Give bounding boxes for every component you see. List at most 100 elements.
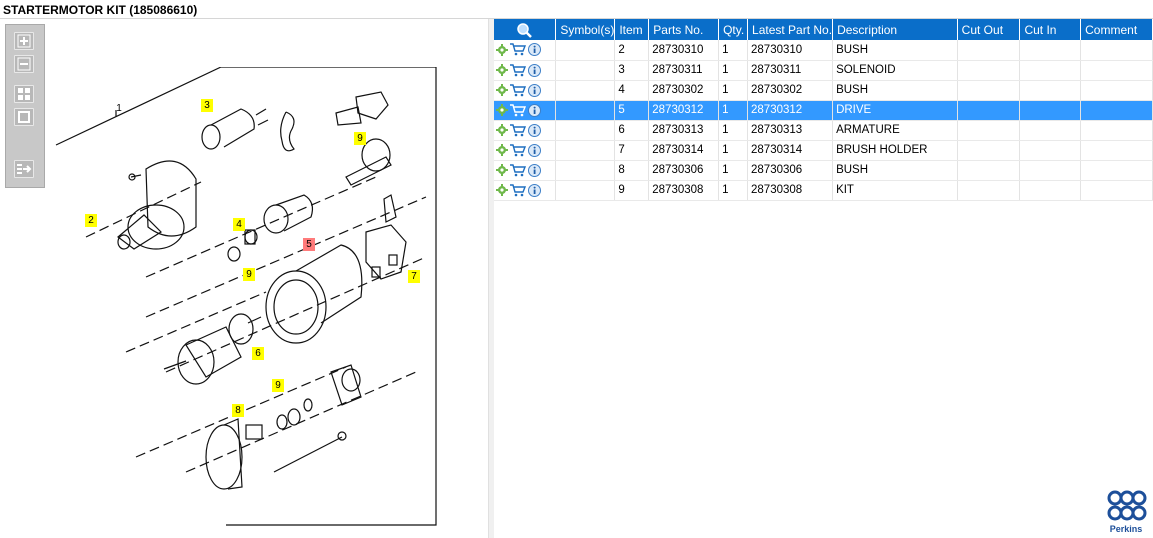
parts-no-cell: 28730314 xyxy=(648,140,720,161)
gear-icon[interactable] xyxy=(496,64,508,76)
actual-size-button[interactable] xyxy=(14,108,34,126)
callout-8[interactable]: 8 xyxy=(232,404,244,417)
parts-no-cell: 28730308 xyxy=(648,180,720,201)
table-header-row: Symbol(s) Item Parts No. Qty. Latest Par… xyxy=(494,19,1153,40)
info-icon[interactable] xyxy=(528,83,541,97)
export-button[interactable] xyxy=(14,160,34,178)
callout-6[interactable]: 6 xyxy=(252,347,264,360)
info-icon[interactable] xyxy=(528,163,541,177)
column-header-tools[interactable] xyxy=(494,19,557,40)
symbols-cell xyxy=(555,120,616,141)
zoom-out-button[interactable] xyxy=(14,55,34,73)
info-icon[interactable] xyxy=(528,183,541,197)
callout-9-middle[interactable]: 9 xyxy=(243,268,255,281)
gear-icon[interactable] xyxy=(496,164,508,176)
comment-cell xyxy=(1080,60,1153,81)
cart-icon[interactable] xyxy=(510,43,526,56)
cart-icon[interactable] xyxy=(510,123,526,137)
callout-9-top[interactable]: 9 xyxy=(354,132,366,145)
cart-icon[interactable] xyxy=(510,183,526,197)
cut-out-cell xyxy=(957,160,1021,181)
latest-part-no-cell: 28730306 xyxy=(747,160,834,181)
column-header-parts-no[interactable]: Parts No. xyxy=(648,19,720,40)
parts-no-cell: 28730313 xyxy=(648,120,720,141)
callout-7[interactable]: 7 xyxy=(408,270,420,283)
grid-icon xyxy=(18,88,30,100)
cut-in-cell xyxy=(1019,180,1082,201)
title-bar: STARTERMOTOR KIT (185086610) xyxy=(0,0,1153,19)
perkins-logo: Perkins xyxy=(1105,490,1147,534)
callout-2[interactable]: 2 xyxy=(85,214,97,227)
parts-no-cell: 28730311 xyxy=(648,60,720,81)
diagram-pane[interactable]: 1 3 9 2 4 5 9 7 6 9 8 xyxy=(0,19,488,538)
fit-page-button[interactable] xyxy=(14,85,34,103)
column-header-latest-part-no[interactable]: Latest Part No. xyxy=(747,19,834,40)
zoom-in-button[interactable] xyxy=(14,32,34,50)
pane-splitter[interactable] xyxy=(488,19,494,538)
callout-5-selected[interactable]: 5 xyxy=(303,238,315,251)
window-title: STARTERMOTOR KIT (185086610) xyxy=(3,3,198,17)
export-icon xyxy=(17,164,32,174)
cart-icon[interactable] xyxy=(510,103,526,117)
info-icon[interactable] xyxy=(528,123,541,137)
plus-icon xyxy=(17,34,31,48)
callout-9-bottom[interactable]: 9 xyxy=(272,379,284,392)
info-icon[interactable] xyxy=(528,63,541,77)
info-icon[interactable] xyxy=(528,143,541,157)
description-cell: SOLENOID xyxy=(832,60,958,81)
gear-icon[interactable] xyxy=(496,104,508,116)
latest-part-no-cell: 28730312 xyxy=(747,100,834,121)
item-cell: 5 xyxy=(614,100,650,121)
callout-4[interactable]: 4 xyxy=(233,218,245,231)
gear-icon[interactable] xyxy=(496,124,508,136)
cart-icon[interactable] xyxy=(510,83,526,97)
cut-out-cell xyxy=(957,120,1021,141)
description-cell: KIT xyxy=(832,180,958,201)
item-cell: 4 xyxy=(614,80,650,101)
assembly-frame xyxy=(55,67,437,526)
perkins-logo-mark xyxy=(1107,490,1147,521)
gear-icon[interactable] xyxy=(496,144,508,156)
info-icon[interactable] xyxy=(528,103,541,117)
diagram-toolbar xyxy=(5,24,45,188)
callout-3[interactable]: 3 xyxy=(201,99,213,112)
cart-icon[interactable] xyxy=(510,63,526,77)
symbols-cell xyxy=(555,100,616,121)
column-header-item[interactable]: Item xyxy=(614,19,650,40)
cut-in-cell xyxy=(1019,40,1082,61)
info-icon[interactable] xyxy=(528,43,541,57)
brand-name: Perkins xyxy=(1109,524,1143,534)
symbols-cell xyxy=(555,180,616,201)
cart-icon[interactable] xyxy=(510,143,526,157)
description-cell: BUSH xyxy=(832,160,958,181)
column-header-description[interactable]: Description xyxy=(832,19,958,40)
column-header-cut-out[interactable]: Cut Out xyxy=(957,19,1021,40)
gear-icon[interactable] xyxy=(496,184,508,196)
item-cell: 2 xyxy=(614,40,650,61)
qty-cell: 1 xyxy=(718,120,749,141)
gear-icon[interactable] xyxy=(496,84,508,96)
magnifier-icon[interactable] xyxy=(516,22,532,38)
row-actions xyxy=(494,40,557,61)
cart-icon[interactable] xyxy=(510,163,526,177)
column-header-comment[interactable]: Comment xyxy=(1080,19,1153,40)
gear-icon[interactable] xyxy=(496,43,508,56)
column-header-symbols[interactable]: Symbol(s) xyxy=(555,19,616,40)
parts-no-cell: 28730306 xyxy=(648,160,720,181)
comment-cell xyxy=(1080,160,1153,181)
description-cell: ARMATURE xyxy=(832,120,958,141)
symbols-cell xyxy=(555,160,616,181)
comment-cell xyxy=(1080,180,1153,201)
symbols-cell xyxy=(555,60,616,81)
column-header-qty[interactable]: Qty. xyxy=(718,19,749,40)
cut-out-cell xyxy=(957,180,1021,201)
column-header-cut-in[interactable]: Cut In xyxy=(1019,19,1082,40)
